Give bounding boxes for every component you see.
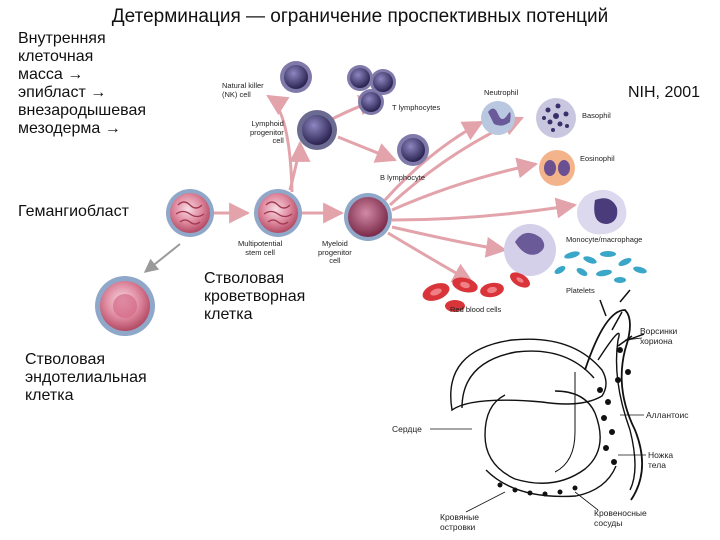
neutrophil-cell (481, 101, 515, 135)
multipotential-stem-cell (254, 189, 302, 237)
embryo-diagram (450, 289, 645, 501)
myeloid-progenitor-cell (344, 193, 392, 241)
neutrophil-label: Neutrophil (484, 88, 519, 97)
monocyte-macrophage-cells (504, 189, 627, 276)
lymphoid-progenitor-label: Lymphoid progenitor cell (250, 119, 284, 145)
b-lymphocyte-label: B lymphocyte (380, 173, 426, 182)
lineage-label: Внутренняя клеточная масса → эпибласт → … (18, 30, 147, 137)
eosinophil-label: Eosinophil (580, 154, 615, 163)
nk-cell-label: Natural killer (NK) cell (222, 81, 264, 99)
lymphoid-progenitor-cell (297, 110, 337, 150)
page-title: Детерминация — ограничение проспективных… (111, 6, 609, 27)
nk-cell (280, 61, 312, 93)
myeloid-progenitor-label: Myeloid progenitor cell (318, 239, 352, 265)
basophil-cell (536, 98, 576, 138)
platelets-label: Platelets (566, 286, 595, 295)
hemangioblast-cell (166, 189, 214, 237)
heart-label: Сердце (392, 424, 422, 434)
hemangioblast-label: Гемангиобласт (18, 203, 129, 220)
body-stalk-label: Ножка тела (648, 450, 674, 470)
multipotential-stem-cell-label: Multipotential stem cell (238, 239, 283, 257)
basophil-label: Basophil (582, 111, 611, 120)
monocyte-macrophage-label: Monocyte/macrophage (566, 235, 643, 244)
t-lymphocytes-label: T lymphocytes (392, 103, 441, 112)
blood-vessels-label: Кровеносные сосуды (594, 508, 647, 528)
embryo-leader-lines (430, 337, 646, 513)
source-note: NIH, 2001 (628, 84, 701, 101)
endothelial-stem-cell (95, 276, 155, 336)
t-lymphocytes (347, 65, 396, 115)
blood-islands-label: Кровяные островки (440, 512, 479, 532)
hematopoietic-stem-cell-label: Стволовая кроветворная клетка (204, 270, 306, 323)
allantois-label: Аллантоис (646, 410, 689, 420)
hemangioblast-arrows (143, 243, 181, 273)
red-blood-cells-label: Red blood cells (450, 305, 502, 314)
endothelial-stem-cell-label: Стволовая эндотелиальная клетка (25, 351, 147, 404)
red-blood-cells (422, 272, 530, 312)
chorionic-villi-label: Ворсинки хориона (640, 326, 678, 346)
eosinophil-cell (539, 150, 575, 186)
platelets (554, 251, 647, 283)
b-lymphocyte (397, 134, 429, 166)
